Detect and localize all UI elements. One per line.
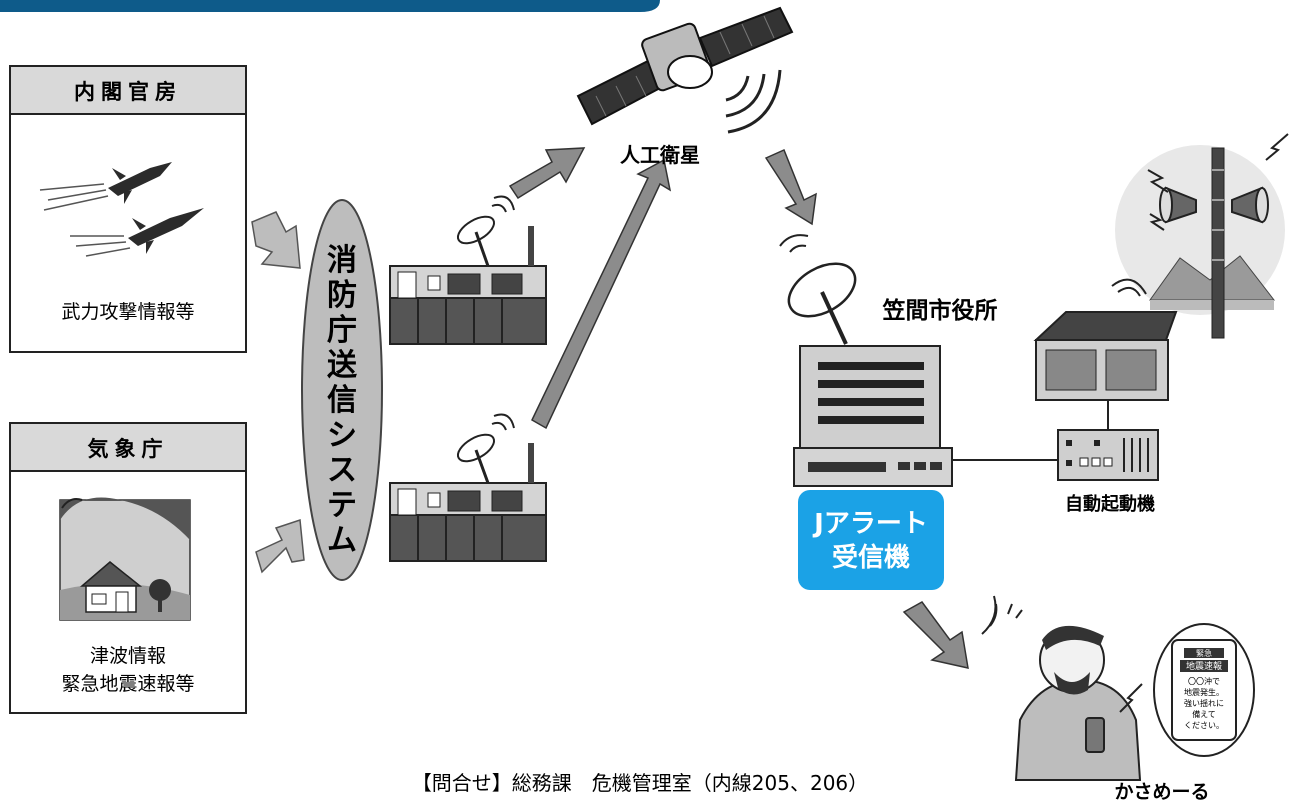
auto-starter-device	[1057, 429, 1159, 481]
speaker-horn-icon	[1159, 186, 1269, 224]
fdma-char: 消	[327, 243, 357, 278]
satellite-dish-icon	[779, 234, 857, 345]
control-desk-icon	[1033, 278, 1178, 401]
cabinet-header: 内閣官房	[74, 80, 182, 104]
phone-alert-line: 地震発生。	[1184, 687, 1224, 697]
jalert-receiver-badge: Jアラート 受信機	[798, 490, 944, 590]
phone-alert-line: ください。	[1184, 721, 1224, 730]
phone-ring-waves-icon	[981, 595, 1143, 713]
arrow-upper-station-to-satellite	[508, 147, 586, 200]
phone-alert-line: 地震速報	[1186, 660, 1222, 672]
phone-alert-line: 備えて	[1192, 709, 1216, 719]
phone-alert-line: 強い揺れに	[1184, 698, 1224, 708]
contact-info: 【問合せ】総務課 危機管理室（内線205、206）	[412, 771, 868, 795]
jalert-label-line-1: Jアラート	[812, 509, 928, 539]
house-icon	[79, 561, 143, 613]
arrow-cabinet-to-fdma	[251, 211, 301, 269]
cabinet-caption: 武力攻撃情報等	[61, 301, 194, 323]
fdma-char: 防	[327, 278, 357, 313]
satellite-label: 人工衛星	[620, 143, 700, 167]
fdma-char: ム	[327, 523, 357, 558]
city-office-label: 笠間市役所	[883, 297, 998, 324]
ground-station-upper	[389, 226, 547, 345]
arrow-lower-station-to-satellite	[531, 158, 672, 430]
auto-starter-label: 自動起動機	[1065, 493, 1155, 515]
fdma-system: 消 防 庁 送 信 シ ス テ ム	[301, 199, 383, 581]
tree-icon	[149, 579, 171, 612]
kasame-label: かさめーる	[1114, 781, 1209, 803]
missile-icon	[39, 162, 172, 211]
fdma-char: テ	[327, 488, 357, 523]
jma-caption-line-1: 津波情報	[90, 645, 166, 667]
fdma-char: 庁	[327, 313, 357, 348]
phone-alert-line: 緊急	[1196, 648, 1212, 658]
signal-waves-icon	[725, 69, 782, 134]
satellite-dish-icon	[456, 195, 515, 267]
phone-alert-line: 〇〇沖で	[1188, 676, 1220, 686]
fdma-char: 送	[327, 348, 357, 383]
fdma-char: 信	[327, 383, 357, 418]
jma-box: 気象庁 津波情報 緊急地震速報等	[9, 422, 247, 714]
arrow-jma-to-fdma	[255, 518, 305, 574]
jma-header: 気象庁	[88, 437, 169, 461]
person-icon	[1014, 625, 1142, 781]
lightning-icon	[1147, 133, 1289, 231]
phone-alert-bubble	[1153, 623, 1255, 757]
top-banner	[0, 0, 660, 12]
jalert-label-line-2: 受信機	[832, 542, 910, 573]
arrow-satellite-to-city	[764, 148, 817, 226]
jma-caption-line-2: 緊急地震速報等	[61, 673, 194, 695]
ground-station-lower	[389, 443, 547, 562]
fdma-char: ス	[327, 453, 357, 488]
satellite-dish-icon	[456, 413, 515, 484]
city-office-equipment	[793, 345, 953, 487]
outdoor-speaker-scene	[1115, 145, 1285, 339]
fdma-char: シ	[327, 418, 357, 453]
arrow-receiver-to-kasame	[902, 601, 969, 669]
missile-icon	[70, 208, 204, 257]
cabinet-box: 内閣官房 武力攻撃情報等	[9, 65, 247, 353]
satellite-icon	[576, 6, 794, 126]
